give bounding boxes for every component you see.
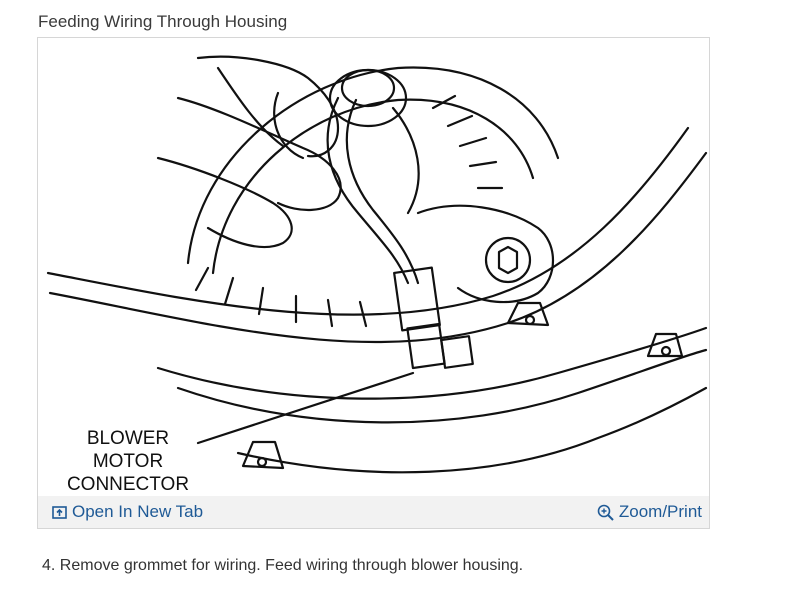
callout-label-line-1: BLOWER bbox=[87, 428, 169, 449]
figure-toolbar: Open In New Tab Zoom/Print bbox=[38, 496, 709, 528]
diagram-figure: BLOWER MOTOR CONNECTOR Open In New Tab Z… bbox=[37, 37, 710, 529]
open-new-tab-icon bbox=[52, 506, 67, 519]
zoom-print-label: Zoom/Print bbox=[618, 502, 702, 521]
zoom-print-link[interactable]: Zoom/Print bbox=[597, 502, 702, 522]
callout-label-line-2: MOTOR bbox=[93, 451, 163, 472]
callout-label-line-3: CONNECTOR bbox=[67, 474, 189, 495]
blower-diagram-illustration: BLOWER MOTOR CONNECTOR bbox=[46, 55, 708, 495]
page-title: Feeding Wiring Through Housing bbox=[38, 12, 288, 31]
open-in-new-tab-label: Open In New Tab bbox=[72, 502, 204, 521]
step-caption: 4. Remove grommet for wiring. Feed wirin… bbox=[42, 557, 524, 574]
open-in-new-tab-link[interactable]: Open In New Tab bbox=[52, 502, 203, 522]
zoom-icon bbox=[597, 504, 614, 521]
